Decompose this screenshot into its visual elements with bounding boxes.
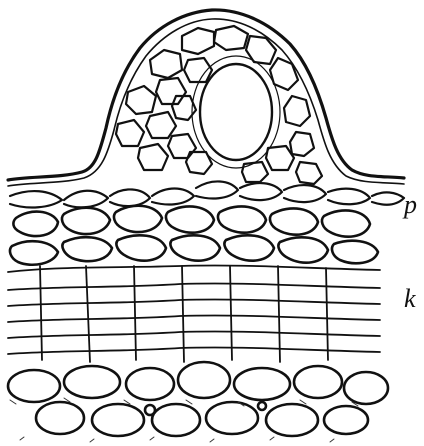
layer-label-p: p [404, 192, 417, 218]
central-cavity [200, 64, 272, 160]
parenchyma-cells [10, 206, 378, 265]
collenchyma-layer-k [8, 265, 380, 362]
epidermal-layer-p [10, 181, 404, 207]
epidermis-outline [8, 10, 404, 180]
layer-label-k: k [404, 286, 416, 312]
dome-cells [116, 26, 322, 184]
